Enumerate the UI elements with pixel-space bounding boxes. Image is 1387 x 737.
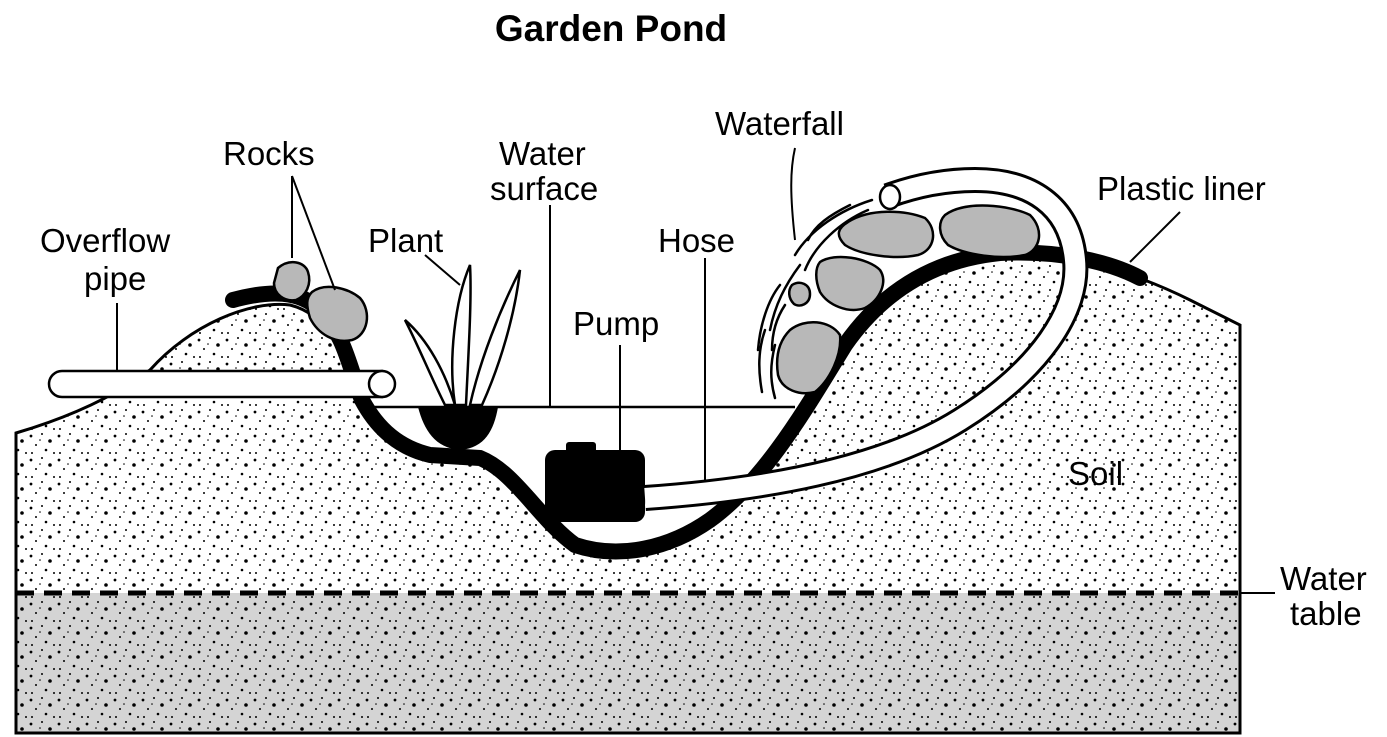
label-hose: Hose (658, 222, 735, 259)
overflow-pipe (49, 371, 395, 397)
label-water-table-line1: Water (1280, 560, 1367, 597)
label-plastic-liner: Plastic liner (1097, 170, 1266, 207)
label-plant: Plant (368, 222, 443, 259)
label-waterfall: Waterfall (715, 105, 844, 142)
label-pump: Pump (573, 305, 659, 342)
label-water-table-line2: table (1290, 595, 1362, 632)
label-rocks: Rocks (223, 135, 315, 172)
label-soil: Soil (1068, 455, 1123, 492)
label-overflow-pipe-line1: Overflow (40, 222, 170, 259)
pump (545, 442, 645, 522)
label-overflow-pipe-line2: pipe (84, 260, 146, 297)
label-water-surface-line1: Water (499, 135, 586, 172)
label-water-surface-line2: surface (490, 170, 598, 207)
hose-outlet (880, 185, 900, 209)
